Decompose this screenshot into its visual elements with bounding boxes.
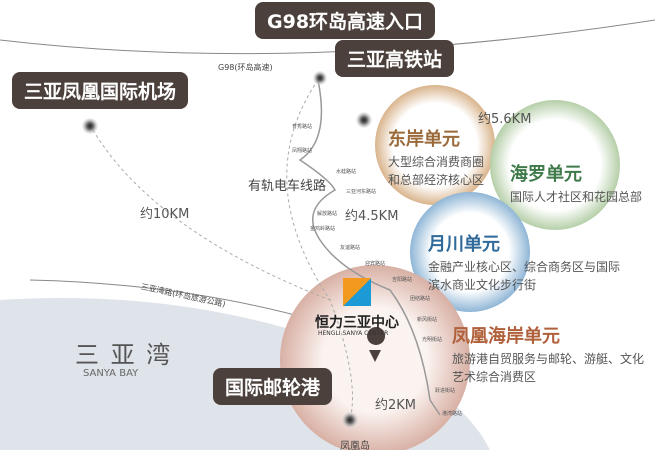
station-label: 迎宾路站	[365, 261, 386, 267]
station-label: 三亚河东路站	[346, 189, 377, 195]
hailuo-zone-circle	[490, 100, 620, 230]
zone-desc: 旅游港自贸服务与邮轮、游艇、文化	[452, 352, 645, 366]
zone-title: 凤凰海岸单元	[452, 326, 560, 347]
station-label: 港湾路站	[442, 411, 463, 417]
zone-desc: 滨水商业文化步行街	[428, 278, 537, 292]
tram-line	[298, 79, 441, 416]
station-label: 友谊路站	[340, 245, 361, 251]
location-pin-icon	[367, 327, 386, 362]
distance-label: 约2KM	[375, 398, 417, 413]
tram-label: 有轨电车线路	[248, 179, 327, 194]
island-label: 凤凰岛	[340, 441, 370, 452]
station-label: 金鸡岭路站	[310, 226, 336, 232]
station-label: 水蛙路站	[336, 169, 357, 175]
zone-title: 月川单元	[428, 234, 500, 255]
zone-desc: 艺术综合消费区	[452, 370, 537, 384]
zone-desc: 大型综合消费商圈	[388, 155, 485, 169]
g98-label: G98(环岛高速)	[218, 63, 273, 72]
airport-callout: 三亚凤凰国际机场	[12, 72, 189, 109]
hengli-logo	[343, 278, 371, 306]
station-label: 凤翔路站	[292, 148, 313, 154]
cruise-callout: 国际邮轮港	[213, 368, 333, 405]
station-label: 育秀路站	[292, 124, 313, 130]
distance-label: 约4.5KM	[345, 209, 399, 224]
station-label: 吉阳路站	[392, 277, 413, 283]
bay-label: 三 亚 湾	[75, 341, 173, 369]
route-dashed	[286, 79, 353, 421]
cruise-port-marker	[342, 412, 358, 428]
distance-label: 约5.6KM	[478, 112, 532, 127]
station-label: 光明街站	[422, 337, 443, 343]
zone-desc: 金融产业核心区、综合商务区与国际	[428, 260, 621, 274]
zone-desc: 和总部经济核心区	[388, 173, 485, 187]
station-label: 团结路站	[410, 296, 431, 302]
hsr-marker	[356, 112, 372, 128]
g98-callout: G98环岛高速入口	[255, 2, 436, 39]
center-name-en: HENGLI SANYA CENTER	[318, 330, 389, 337]
dongan-zone-circle	[375, 85, 495, 205]
airport-marker	[82, 118, 98, 134]
center-name: 恒力三亚中心	[315, 315, 399, 331]
g98-entrance-marker	[313, 71, 327, 85]
bay-label-en: SANYA BAY	[83, 368, 139, 379]
hsr-callout: 三亚高铁站	[335, 40, 455, 77]
station-label: 新风街站	[417, 317, 438, 323]
g98-road	[0, 19, 655, 55]
yuechuan-zone-circle	[410, 192, 530, 312]
zone-title: 海罗单元	[510, 164, 582, 185]
zone-title: 东岸单元	[388, 129, 460, 150]
zone-desc: 国际人才社区和花园总部	[510, 190, 643, 204]
station-label: 跃进街站	[435, 388, 456, 394]
station-label: 解放路站	[317, 211, 338, 217]
airport-route	[89, 124, 331, 301]
distance-label: 约10KM	[140, 207, 190, 222]
